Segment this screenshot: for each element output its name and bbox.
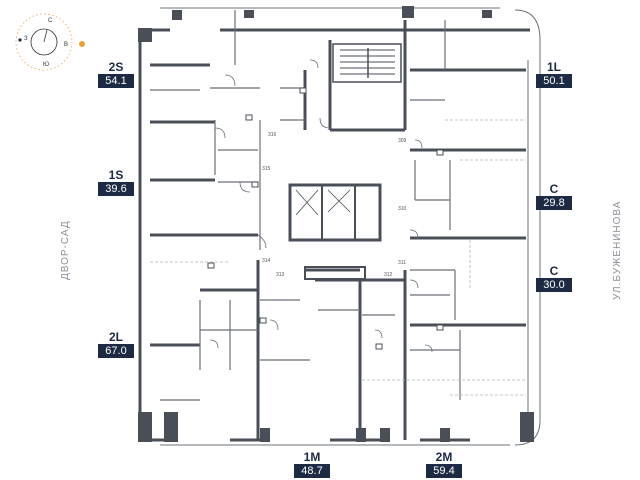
- apartment-badge-1s[interactable]: 1S 39.6: [98, 168, 134, 196]
- apartment-type: 1L: [546, 60, 561, 74]
- apartment-badge-c-2[interactable]: C 30.0: [536, 264, 572, 292]
- sun-icon: [79, 41, 85, 47]
- apartment-area: 50.1: [536, 74, 572, 88]
- door-number: 310: [398, 206, 407, 212]
- thin-walls: [150, 10, 461, 401]
- compass-east-label: В: [64, 42, 68, 48]
- apartment-area: 48.7: [294, 464, 330, 478]
- apartment-area: 67.0: [98, 344, 134, 358]
- door-number: 314: [262, 258, 271, 264]
- elevator-shafts: [288, 183, 382, 280]
- door-number: 315: [262, 166, 271, 172]
- apartment-area: 54.1: [98, 74, 134, 88]
- dashed-lines: [150, 119, 526, 396]
- apartment-area: 59.4: [426, 464, 462, 478]
- apartment-badge-2s[interactable]: 2S 54.1: [98, 60, 134, 88]
- apartment-type: 1S: [108, 168, 124, 182]
- apartment-area: 39.6: [98, 182, 134, 196]
- apartment-badge-1l[interactable]: 1L 50.1: [536, 60, 572, 88]
- door-number: 313: [276, 272, 285, 278]
- apartment-type: 2L: [108, 330, 123, 344]
- door-number: 311: [398, 260, 406, 266]
- street-label-right: УЛ.БУЖЕНИНОВА: [612, 200, 623, 300]
- apartment-type: 2S: [108, 60, 124, 74]
- compass-west-label: З: [24, 36, 28, 42]
- interior-walls: [150, 20, 526, 440]
- street-label-left: ДВОР-САД: [60, 220, 71, 280]
- apartment-badge-2l[interactable]: 2L 67.0: [98, 330, 134, 358]
- apartment-type: 1M: [303, 450, 321, 464]
- apartment-type: C: [549, 264, 559, 278]
- door-swings: [209, 59, 433, 353]
- apartment-badge-c-1[interactable]: C 29.8: [536, 182, 572, 210]
- apartment-badge-1m[interactable]: 1M 48.7: [294, 450, 330, 478]
- apartment-type: C: [549, 182, 559, 196]
- apartment-badge-2m[interactable]: 2M 59.4: [426, 450, 462, 478]
- outer-curves: [160, 7, 541, 446]
- apartment-type: 2M: [435, 450, 453, 464]
- apartment-area: 30.0: [536, 278, 572, 292]
- compass-icon: С Ю З В: [15, 13, 85, 71]
- door-numbers: 316 315 314 313 309 310 311 312: [262, 132, 407, 278]
- apartment-area: 29.8: [536, 196, 572, 210]
- door-number: 316: [268, 132, 277, 138]
- door-number: 309: [398, 138, 407, 144]
- compass-south-label: Ю: [43, 62, 49, 68]
- stairwell: [332, 43, 402, 83]
- door-number: 312: [384, 272, 393, 278]
- door-small-squares: [207, 87, 444, 350]
- compass-north-label: С: [48, 18, 53, 24]
